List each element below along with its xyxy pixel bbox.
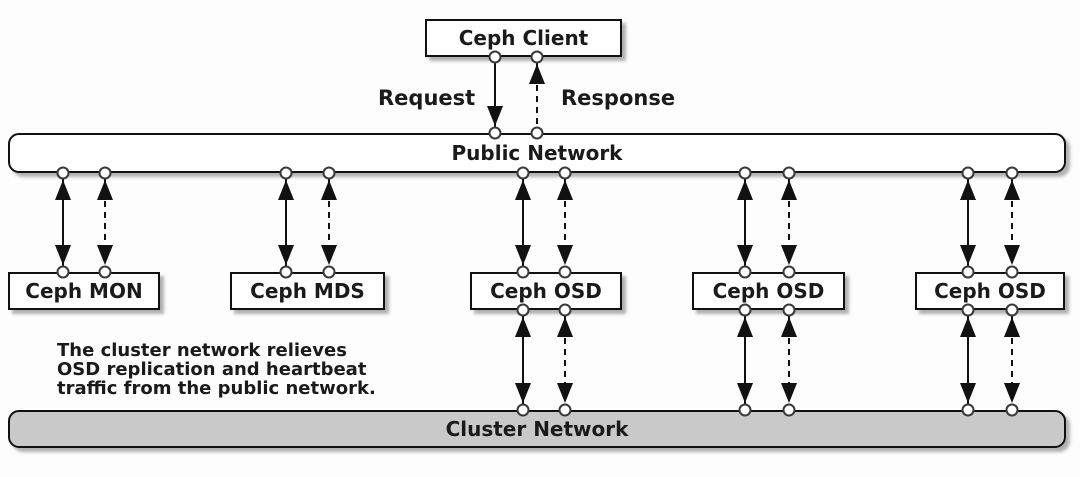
osd3-public-link-dashed	[1004, 166, 1020, 279]
osd2-public-link-dashed	[781, 166, 797, 279]
arrowhead-up-icon	[737, 317, 753, 337]
node-ceph-osd-3: Ceph OSD	[915, 272, 1065, 310]
arrowhead-up-icon	[960, 317, 976, 337]
arrowhead-up-icon	[278, 180, 294, 200]
node-cluster-network: Cluster Network	[8, 410, 1066, 448]
annotation-line: The cluster network relieves	[57, 340, 347, 361]
node-label: Ceph Client	[458, 26, 589, 50]
osd2-cluster-link-solid	[737, 303, 753, 417]
arrowhead-down-icon	[781, 245, 797, 265]
arrowhead-down-icon	[737, 383, 753, 403]
arrowhead-up-icon	[557, 180, 573, 200]
arrowhead-down-icon	[278, 245, 294, 265]
arrowhead-down-icon	[321, 245, 337, 265]
arrowhead-down-icon	[55, 245, 71, 265]
arrowhead-up-icon	[960, 180, 976, 200]
mds-public-link-solid	[278, 166, 294, 279]
node-label: Ceph MON	[25, 279, 143, 303]
osd2-cluster-link-dashed	[781, 303, 797, 417]
osd3-cluster-link-dashed	[1004, 303, 1020, 417]
node-label: Ceph OSD	[934, 279, 1046, 303]
osd3-cluster-link-solid	[960, 303, 976, 417]
arrowhead-down-icon	[737, 245, 753, 265]
arrowhead-up-icon	[737, 180, 753, 200]
mds-public-link-dashed	[321, 166, 337, 279]
arrowhead-up-icon	[529, 64, 545, 84]
arrowhead-down-icon	[515, 245, 531, 265]
arrowhead-down-icon	[1004, 245, 1020, 265]
arrowhead-down-icon	[960, 245, 976, 265]
arrowhead-up-icon	[515, 180, 531, 200]
node-label: Ceph MDS	[250, 279, 365, 303]
osd3-public-link-solid	[960, 166, 976, 279]
osd1-public-link-solid	[515, 166, 531, 279]
arrowhead-up-icon	[55, 180, 71, 200]
node-label: Ceph OSD	[712, 279, 825, 303]
osd2-public-link-solid	[737, 166, 753, 279]
mon-public-link-dashed	[97, 166, 113, 279]
arrowhead-up-icon	[781, 180, 797, 200]
arrowhead-down-icon	[97, 245, 113, 265]
node-label: Cluster Network	[445, 417, 629, 441]
osd1-cluster-link-solid	[515, 303, 531, 417]
arrowhead-up-icon	[515, 317, 531, 337]
arrowhead-down-icon	[515, 383, 531, 403]
arrowhead-up-icon	[321, 180, 337, 200]
request-arrow	[487, 50, 503, 140]
arrowhead-down-icon	[781, 383, 797, 403]
arrowhead-up-icon	[1004, 317, 1020, 337]
node-label: Ceph OSD	[490, 279, 602, 303]
node-ceph-osd-1: Ceph OSD	[470, 272, 622, 310]
node-label: Public Network	[451, 141, 623, 165]
annotation-line: traffic from the public network.	[57, 378, 376, 399]
arrowhead-down-icon	[557, 245, 573, 265]
node-ceph-mds: Ceph MDS	[230, 272, 385, 310]
annotation-line: OSD replication and heartbeat	[57, 359, 367, 380]
arrowhead-up-icon	[557, 317, 573, 337]
mon-public-link-solid	[55, 166, 71, 279]
arrowhead-down-icon	[487, 106, 503, 126]
node-public-network: Public Network	[8, 133, 1066, 173]
annotation-text: The cluster network relieves OSD replica…	[57, 341, 376, 398]
request-label: Request	[378, 86, 476, 110]
arrowhead-up-icon	[1004, 180, 1020, 200]
node-ceph-osd-2: Ceph OSD	[692, 272, 845, 310]
arrowhead-down-icon	[557, 383, 573, 403]
arrowhead-down-icon	[1004, 383, 1020, 403]
arrowhead-up-icon	[781, 317, 797, 337]
osd1-public-link-dashed	[557, 166, 573, 279]
node-ceph-mon: Ceph MON	[8, 272, 160, 310]
node-ceph-client: Ceph Client	[425, 19, 622, 57]
osd1-cluster-link-dashed	[557, 303, 573, 417]
response-arrow	[529, 50, 545, 140]
response-label: Response	[561, 86, 676, 110]
arrowhead-up-icon	[97, 180, 113, 200]
arrowhead-down-icon	[960, 383, 976, 403]
